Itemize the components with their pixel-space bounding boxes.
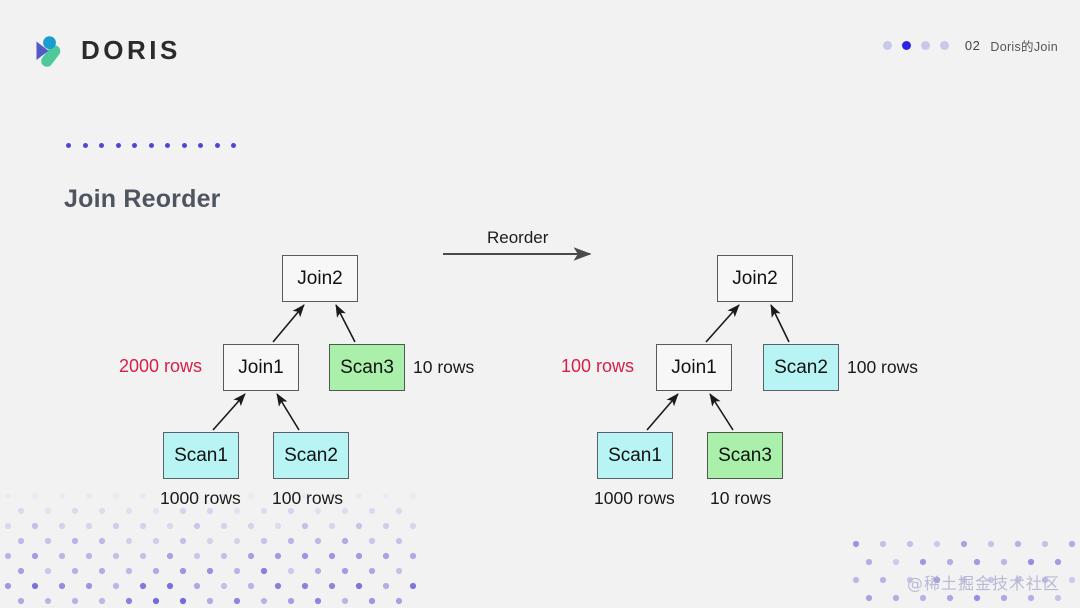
title-accent-dot	[165, 143, 170, 148]
before-reorder-plan-edge-join1-to-join2	[272, 304, 305, 343]
before-reorder-plan-scan1-rows-label: 1000 rows	[160, 488, 241, 508]
after-reorder-plan-node-scan3: Scan3	[707, 432, 783, 479]
after-reorder-plan-node-scan2: Scan2	[763, 344, 839, 391]
before-reorder-plan-node-scan3: Scan3	[329, 344, 405, 391]
after-reorder-plan-scan1-rows-label: 1000 rows	[594, 488, 675, 508]
before-reorder-plan-edge-scan2-to-join1	[276, 393, 300, 431]
after-reorder-plan-edge-scan2-to-join2	[770, 304, 790, 343]
after-reorder-plan-scan2-rows-label: 100 rows	[847, 357, 919, 377]
before-reorder-plan-node-scan2: Scan2	[273, 432, 349, 479]
doris-logo: DORIS	[28, 30, 181, 70]
title-accent-dot	[198, 143, 203, 148]
section-indicator: 02 Doris的Join	[882, 36, 1058, 55]
after-reorder-plan-edge-join1-to-join2	[705, 304, 740, 343]
section-number: 02	[964, 38, 981, 53]
after-reorder-plan-node-join2: Join2	[717, 255, 793, 302]
after-reorder-plan-edge-scan1-to-join1	[646, 393, 679, 431]
section-label: Doris的Join	[990, 40, 1058, 54]
reorder-caption: Reorder	[487, 228, 549, 247]
after-reorder-plan-scan3-rows-label: 10 rows	[710, 488, 772, 508]
before-reorder-plan-scan2-rows-label: 100 rows	[272, 488, 344, 508]
after-reorder-plan-node-scan1: Scan1	[597, 432, 673, 479]
title-accent-dot	[115, 143, 121, 148]
progress-dot-2[interactable]	[901, 41, 911, 50]
watermark-text: @稀土掘金技术社区	[906, 574, 1060, 593]
before-reorder-plan-node-join1: Join1	[223, 344, 299, 391]
brand-name: DORIS	[81, 34, 181, 65]
progress-dot-3[interactable]	[920, 41, 930, 50]
before-reorder-plan-node-scan1: Scan1	[163, 432, 239, 479]
title-accent-dot	[82, 143, 88, 148]
title-accent-dot	[148, 143, 154, 148]
title-accent-dot	[214, 143, 220, 148]
progress-dot-1[interactable]	[882, 41, 892, 50]
doris-logo-icon	[28, 30, 68, 70]
before-reorder-plan-scan3-rows-label: 10 rows	[413, 357, 475, 377]
title-accent-dot	[66, 143, 71, 148]
before-reorder-plan-edge-scan3-to-join2	[335, 304, 356, 343]
title-accent-dots	[66, 143, 236, 148]
title-accent-dot	[181, 143, 187, 148]
title-accent-dot	[132, 143, 137, 148]
before-reorder-plan-node-join2: Join2	[282, 255, 358, 302]
progress-dots	[882, 41, 949, 50]
page-title: Join Reorder	[64, 185, 221, 213]
before-reorder-plan-edge-scan1-to-join1	[212, 393, 246, 431]
title-accent-dot	[231, 143, 236, 148]
progress-dot-4[interactable]	[939, 41, 949, 50]
title-accent-dot	[99, 143, 104, 148]
after-reorder-plan-edge-scan3-to-join1	[709, 393, 734, 431]
after-reorder-plan-node-join1: Join1	[656, 344, 732, 391]
after-reorder-plan-join1-rows-label: 100 rows	[561, 356, 635, 376]
before-reorder-plan-join1-rows-label: 2000 rows	[119, 356, 203, 376]
